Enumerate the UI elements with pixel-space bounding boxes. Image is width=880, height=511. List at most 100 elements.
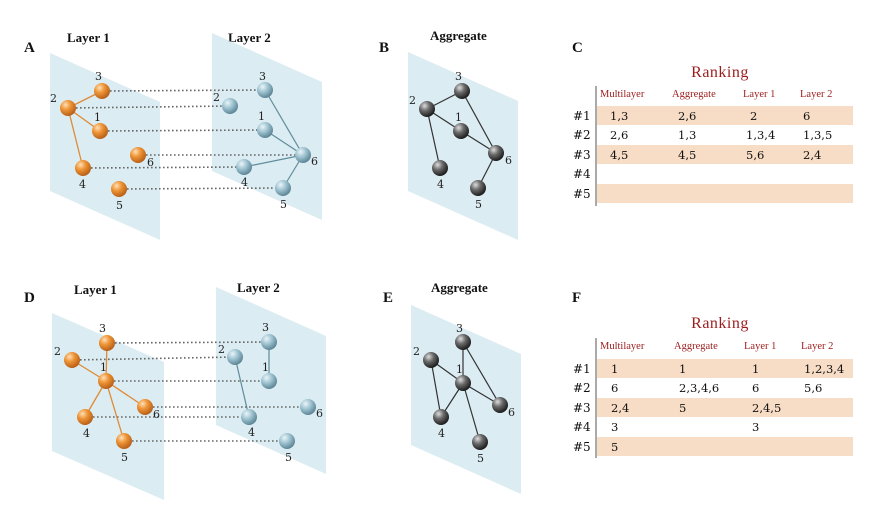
node bbox=[64, 352, 80, 368]
node bbox=[77, 409, 93, 425]
node-label: 4 bbox=[438, 427, 445, 440]
ranking-title-c: Ranking bbox=[691, 64, 749, 81]
interlayer-links-d bbox=[71, 341, 308, 442]
node bbox=[116, 433, 132, 449]
node bbox=[137, 399, 153, 415]
row-highlight bbox=[597, 398, 853, 417]
table-cell: 4,5 bbox=[610, 148, 628, 162]
column-header: Layer 2 bbox=[801, 341, 833, 352]
node-label: 6 bbox=[505, 154, 512, 167]
panel-c: C Ranking Multilayer Aggregate Layer 1 L… bbox=[572, 40, 853, 206]
node bbox=[492, 397, 508, 413]
rank-label: #1 bbox=[573, 362, 591, 376]
edge bbox=[461, 90, 497, 154]
node bbox=[94, 83, 110, 99]
node bbox=[455, 375, 471, 391]
table-cell: 1 bbox=[752, 362, 759, 376]
node bbox=[488, 145, 504, 161]
edge bbox=[264, 89, 304, 156]
panel-label-c: C bbox=[572, 40, 583, 56]
layer2-nodes-a: 3 2 1 6 4 5 bbox=[213, 70, 318, 211]
aggregate-plane-b bbox=[408, 52, 518, 240]
ranking-rows-c: #1 1,3 2,6 2 6 #2 2,6 1,3 1,3,4 1,3,5 #3… bbox=[573, 106, 853, 203]
row-highlight bbox=[597, 106, 853, 125]
rank-label: #4 bbox=[573, 167, 591, 181]
table-cell: 6 bbox=[752, 381, 759, 395]
node bbox=[455, 334, 471, 350]
table-cell: 5,6 bbox=[804, 381, 822, 395]
node-label: 2 bbox=[54, 345, 61, 358]
column-header: Multilayer bbox=[600, 341, 645, 352]
node-label: 6 bbox=[311, 155, 318, 168]
node-label: 4 bbox=[83, 427, 90, 440]
node-label: 2 bbox=[50, 92, 57, 105]
edge bbox=[426, 108, 441, 169]
node bbox=[300, 399, 316, 415]
node bbox=[261, 334, 277, 350]
panel-e: E Aggregate 3 2 1 6 4 5 bbox=[383, 280, 521, 494]
node bbox=[279, 433, 295, 449]
table-cell: 1,3,5 bbox=[803, 128, 832, 142]
node-label: 6 bbox=[147, 156, 154, 169]
table-cell: 2,4 bbox=[803, 148, 821, 162]
interlayer-link bbox=[82, 166, 245, 169]
layer1-nodes-a: 3 2 1 6 4 5 bbox=[50, 70, 154, 212]
panel-label-d: D bbox=[24, 290, 35, 306]
node bbox=[241, 409, 257, 425]
table-cell: 1,3 bbox=[678, 128, 696, 142]
row-highlight bbox=[597, 437, 853, 456]
node-label: 2 bbox=[213, 91, 220, 104]
panel-a: A Layer 1 Layer 2 3 bbox=[24, 30, 322, 240]
node-label: 5 bbox=[285, 451, 292, 464]
panel-d: D Layer 1 Layer 2 3 2 bbox=[24, 280, 326, 500]
node-label: 3 bbox=[262, 321, 269, 334]
panel-f: F Ranking Multilayer Aggregate Layer 1 L… bbox=[572, 290, 853, 458]
node bbox=[257, 122, 273, 138]
node-label: 1 bbox=[456, 363, 463, 376]
aggregate-plane-e bbox=[411, 305, 521, 494]
aggregate-nodes-b: 3 2 1 6 4 5 bbox=[409, 70, 512, 211]
aggregate-title-b: Aggregate bbox=[430, 28, 487, 43]
node-label: 1 bbox=[262, 361, 269, 374]
node-label: 2 bbox=[413, 345, 420, 358]
table-cell: 5,6 bbox=[746, 148, 764, 162]
ranking-rows-f: #1 1 1 1 1,2,3,4 #2 6 2,3,4,6 6 5,6 #3 2… bbox=[573, 359, 853, 456]
table-cell: 1 bbox=[679, 362, 686, 376]
ranking-title-f: Ranking bbox=[691, 315, 749, 332]
table-cell: 2,6 bbox=[678, 109, 696, 123]
node-label: 1 bbox=[258, 110, 265, 123]
node-label: 1 bbox=[94, 111, 101, 124]
node bbox=[432, 160, 448, 176]
node bbox=[236, 159, 252, 175]
rank-label: #3 bbox=[573, 148, 591, 162]
edge bbox=[462, 341, 501, 406]
node-label: 3 bbox=[99, 322, 106, 335]
rank-label: #5 bbox=[573, 187, 591, 201]
layer2-title-d: Layer 2 bbox=[237, 280, 280, 295]
node-label: 3 bbox=[456, 322, 463, 335]
interlayer-link bbox=[106, 341, 270, 344]
node bbox=[111, 181, 127, 197]
panel-label-a: A bbox=[24, 40, 35, 56]
node-label: 3 bbox=[95, 70, 102, 83]
table-cell: 1,3,4 bbox=[746, 128, 775, 142]
layer2-nodes-d: 3 2 1 4 6 5 bbox=[218, 321, 323, 464]
table-cell: 1 bbox=[611, 362, 618, 376]
row-highlight bbox=[597, 359, 853, 378]
table-cell: 6 bbox=[611, 381, 618, 395]
interlayer-links-a bbox=[67, 89, 303, 190]
table-cell: 3 bbox=[611, 420, 618, 434]
node-label: 3 bbox=[455, 70, 462, 83]
edge bbox=[430, 359, 442, 418]
edge bbox=[67, 107, 84, 169]
interlayer-link bbox=[101, 89, 266, 92]
node bbox=[295, 147, 311, 163]
panel-label-b: B bbox=[379, 40, 389, 56]
table-cell: 6 bbox=[803, 109, 810, 123]
node bbox=[472, 434, 488, 450]
interlayer-link bbox=[71, 356, 236, 361]
column-header: Aggregate bbox=[672, 89, 716, 100]
node-label: 1 bbox=[455, 111, 462, 124]
panel-label-e: E bbox=[383, 290, 393, 306]
